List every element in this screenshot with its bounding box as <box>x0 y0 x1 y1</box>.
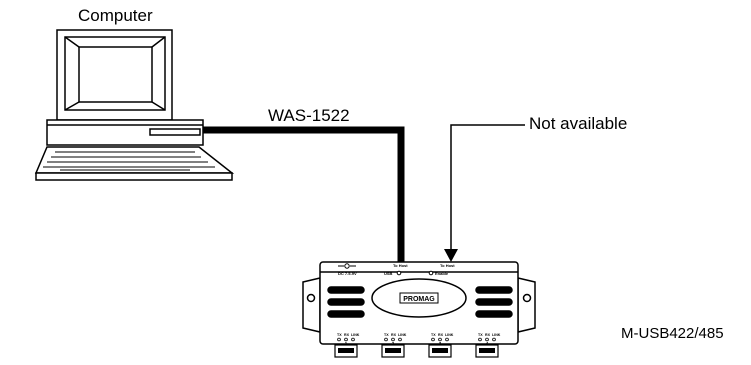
db9-pins <box>385 348 401 353</box>
not-available-leader <box>450 124 525 250</box>
not-available-label: Not available <box>529 114 628 133</box>
led-label-tx: TX <box>478 333 483 337</box>
status-led <box>438 337 442 342</box>
power-label: DC 7.5-9V <box>338 271 357 276</box>
port-number: 1 <box>345 341 348 346</box>
brand-plate <box>399 292 439 304</box>
led-label-link: LINK <box>445 333 454 337</box>
status-led <box>344 337 348 342</box>
led-label-tx: TX <box>384 333 389 337</box>
port-number: 3 <box>439 341 442 346</box>
led-label-link: LINK <box>492 333 501 337</box>
tohost-left-sub: USB <box>384 271 393 276</box>
status-led <box>485 337 489 342</box>
tohost-right-sub: Enable <box>435 271 449 276</box>
device-model-label: M-USB422/485 <box>621 325 724 342</box>
db9-pins <box>479 348 495 353</box>
cable-label: WAS-1522 <box>268 106 350 125</box>
led-label-rx: RX <box>438 333 444 337</box>
led-label-tx: TX <box>431 333 436 337</box>
keyboard <box>34 146 235 174</box>
tohost-right-title: To Host <box>440 263 455 268</box>
cable-was-1522 <box>203 126 405 262</box>
led-label-link: LINK <box>351 333 360 337</box>
led-label-tx: TX <box>337 333 342 337</box>
brand-label: PROMAG <box>403 296 435 303</box>
mount-tab-left <box>302 277 321 333</box>
status-led <box>384 337 388 342</box>
status-led <box>337 337 341 342</box>
led-label-rx: RX <box>344 333 350 337</box>
port-number: 4 <box>486 341 489 346</box>
status-led <box>351 337 355 342</box>
led-label-link: LINK <box>398 333 407 337</box>
port-number: 2 <box>392 341 395 346</box>
device-illustration <box>302 261 536 345</box>
monitor-screen <box>78 46 153 103</box>
tohost-left-title: To Host <box>393 263 408 268</box>
status-led <box>398 337 402 342</box>
led-label-rx: RX <box>391 333 397 337</box>
not-available-arrowhead <box>444 249 458 262</box>
db9-pins <box>432 348 448 353</box>
led-label-rx: RX <box>485 333 491 337</box>
status-led <box>391 337 395 342</box>
mount-tab-right <box>517 277 536 333</box>
computer-label: Computer <box>78 6 153 25</box>
keyboard-keys <box>43 151 215 171</box>
status-led <box>492 337 496 342</box>
db9-pins <box>338 348 354 353</box>
status-led <box>445 337 449 342</box>
device-panel-text: DC 7.5-9V To Host USB To Host Enable PRO… <box>338 263 455 303</box>
floppy-slot <box>149 128 201 136</box>
status-led <box>431 337 435 342</box>
computer-illustration <box>34 29 235 181</box>
status-led <box>478 337 482 342</box>
